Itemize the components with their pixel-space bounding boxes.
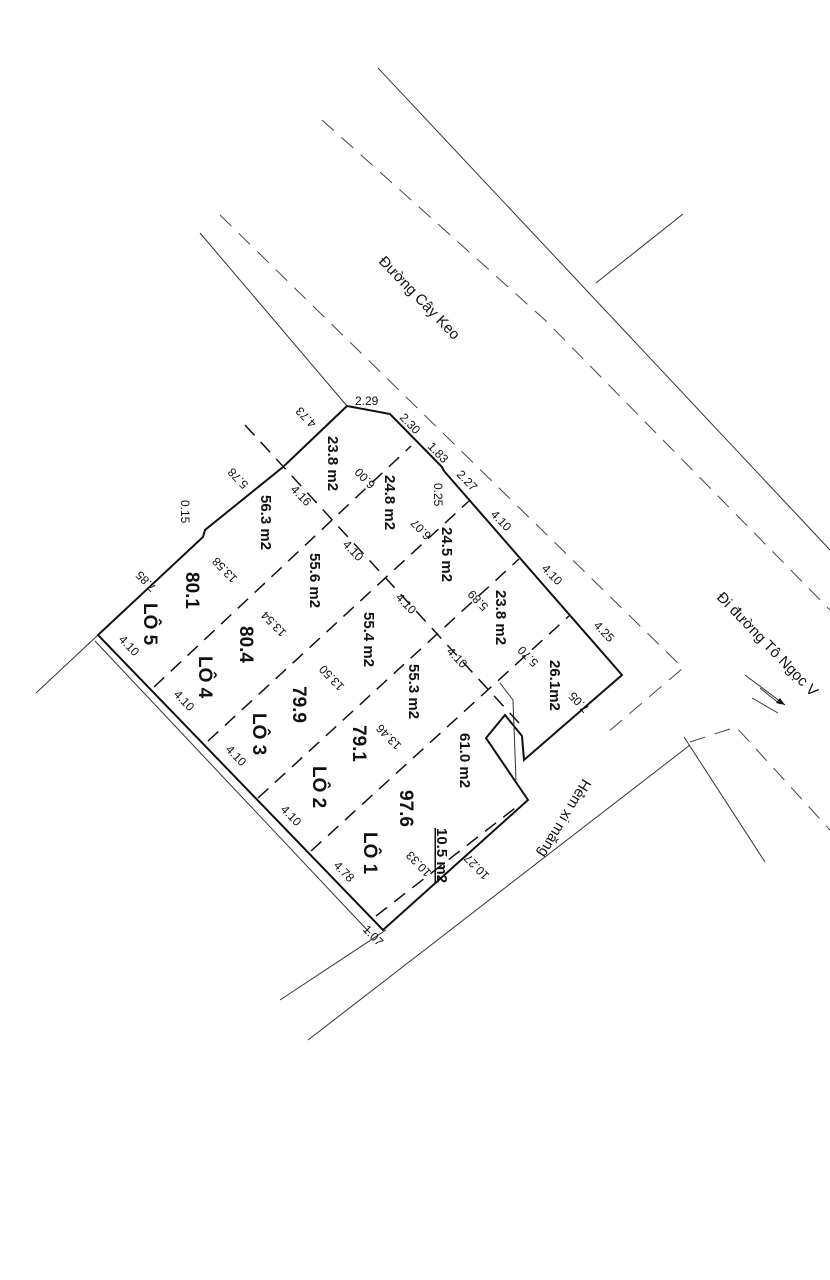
lot-name: LÔ 1 [359, 832, 381, 875]
dimension: 4.25 [591, 618, 618, 645]
lot-dividers [153, 424, 570, 917]
dimension: 2.30 [397, 410, 424, 437]
dimension: 13.58 [209, 554, 240, 586]
dimension: 6.07 [408, 516, 435, 543]
road-hem-label: Hẻm xi măng [534, 776, 594, 860]
dimension: 5.70 [515, 643, 542, 670]
dimension: 4.10 [171, 687, 198, 714]
plot-boundary [96, 405, 624, 932]
lot-name: LÔ 4 [194, 656, 216, 699]
lot-back-area: 23.8 m2 [492, 590, 509, 645]
lot-name: LÔ 2 [308, 766, 330, 808]
boundary-line [512, 699, 517, 781]
lot-back-area: 24.8 m2 [381, 475, 398, 530]
dimension: 13.54 [258, 608, 289, 640]
lot-total-area: 97.6 [395, 790, 416, 827]
dimension: 2.27 [454, 467, 481, 494]
boundary-line [499, 682, 514, 701]
lot-front-area: 55.6 m2 [306, 553, 323, 608]
dimension: 6.00 [352, 465, 379, 492]
dimension: 10.33 [403, 848, 434, 880]
dimension: 4.73 [293, 404, 320, 431]
dimension: 5.78 [225, 465, 252, 492]
dimension: 4.10 [488, 507, 515, 534]
dimension: 4.16 [288, 482, 315, 509]
dimension: 13.50 [316, 662, 347, 694]
lot-front-area: 56.3 m2 [257, 495, 274, 550]
lot-total-area: 79.9 [288, 686, 309, 723]
dimension: 4.10 [116, 632, 143, 659]
dimension: 4.10 [444, 644, 471, 671]
lot-total-area: 80.4 [235, 626, 256, 663]
lot-total-area: 79.1 [348, 725, 369, 762]
lot-back-area: 10.5 m2 [433, 828, 450, 883]
lot-back-area: 23.8 m2 [324, 436, 341, 491]
dimension: 4.10 [223, 742, 250, 769]
dimension: 7.05 [566, 689, 593, 716]
dimension: 0.15 [178, 500, 192, 524]
dimension: 5.89 [465, 587, 492, 614]
road-lines [35, 67, 830, 1041]
lot-labels: LÔ 1 97.6 61.0 m2 10.5 m2 LÔ 2 79.1 55.3… [139, 436, 563, 883]
direction-arrow-icon [744, 674, 786, 706]
dimension: 1.83 [425, 439, 452, 466]
extra-area: 26.1m2 [546, 660, 563, 711]
dimension: 4.10 [340, 537, 367, 564]
lot-front-area: 55.3 m2 [405, 664, 422, 719]
road-to-ngoc-van-label: Đi đường Tô Ngọc V [713, 589, 821, 700]
lot-front-area: 55.4 m2 [360, 612, 377, 667]
lot-back-area: 24.5 m2 [438, 527, 455, 582]
dimension: 4.10 [393, 590, 420, 617]
dimension: 2.29 [355, 394, 379, 408]
dimension: 0.25 [431, 483, 445, 507]
lot-total-area: 80.1 [181, 572, 202, 609]
road-cay-keo-label: Đường Cây Keo [375, 253, 463, 343]
dimension: 13.46 [373, 721, 404, 753]
lot-front-area: 61.0 m2 [456, 733, 473, 788]
dimension: 7.85 [133, 568, 160, 595]
lot-name: LÔ 3 [248, 713, 270, 755]
lot-name: LÔ 5 [139, 603, 161, 646]
